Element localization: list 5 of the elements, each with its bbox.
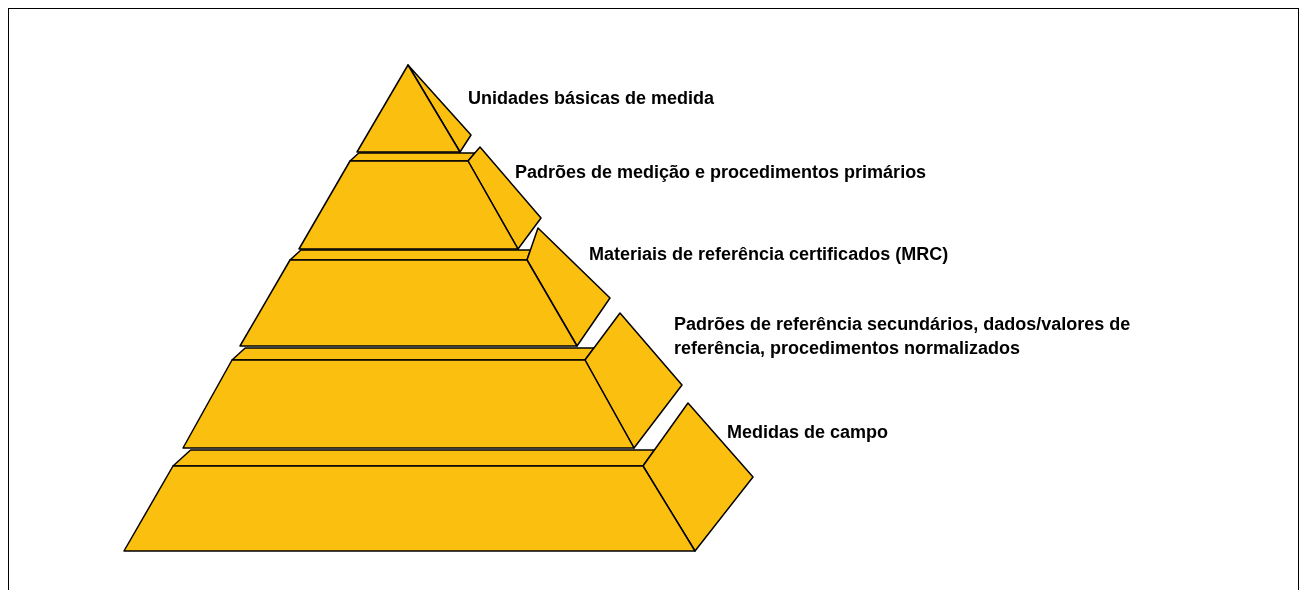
tier-label: Medidas de campo (727, 421, 889, 444)
tier-label: Padrões de medição e procedimentos primários (515, 161, 927, 184)
tier-label: Materiais de referência certificados (MRC) (589, 243, 949, 266)
tier-label: Unidades básicas de medida (468, 87, 715, 110)
tier-label: Padrões de referência secundários, dados/valores de referência, procedimentos normalizados (674, 313, 1132, 360)
